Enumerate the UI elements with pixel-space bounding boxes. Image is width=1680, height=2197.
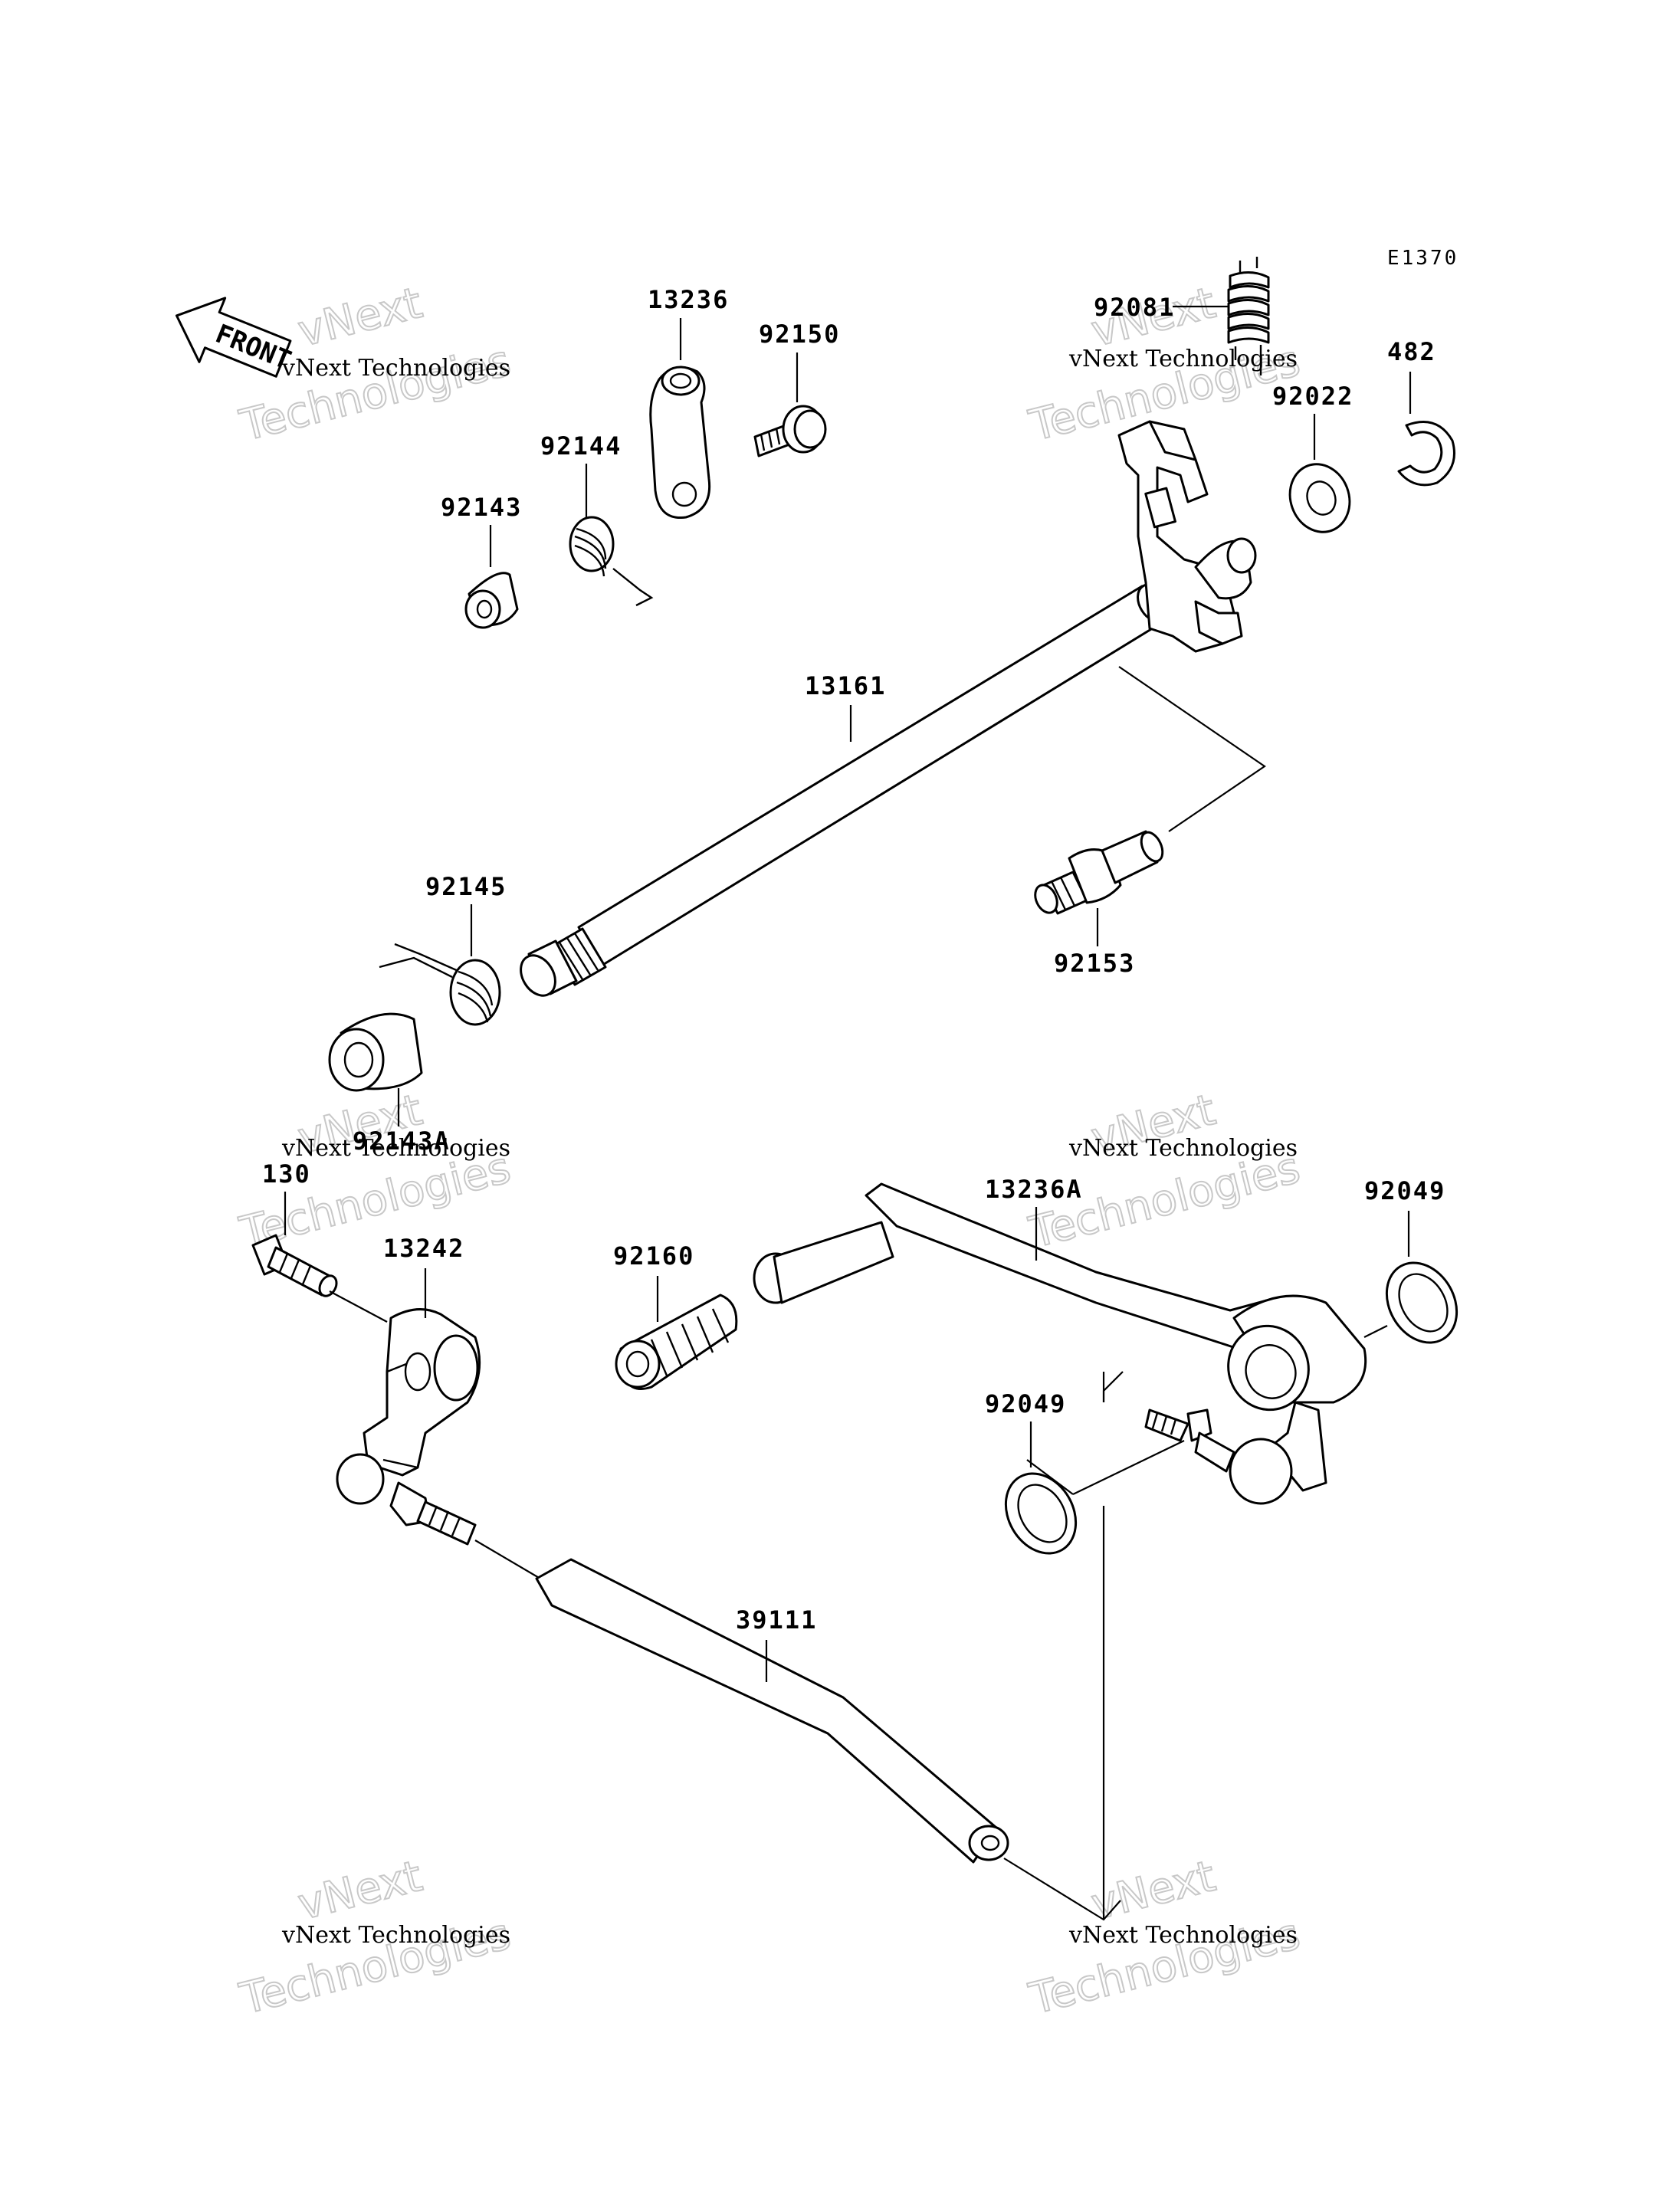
label-13242: 13242 — [383, 1234, 464, 1263]
part-92081-spring — [1227, 257, 1270, 375]
part-92145-spring — [379, 943, 501, 1026]
label-13161: 13161 — [805, 671, 886, 700]
part-92144-spring — [569, 516, 654, 607]
part-92143-collar — [464, 572, 519, 629]
part-92049-seal-lower — [1004, 1472, 1078, 1555]
svg-text:vNext Technologies: vNext Technologies — [1068, 1922, 1298, 1949]
part-92153-stud — [1034, 830, 1164, 915]
part-130-bolt — [251, 1234, 338, 1297]
label-92143A: 92143A — [353, 1126, 451, 1156]
label-482: 482 — [1387, 337, 1436, 366]
svg-text:vNext Technologies: vNext Technologies — [281, 1135, 510, 1162]
label-130: 130 — [262, 1159, 311, 1189]
label-92049-upper: 92049 — [1364, 1176, 1445, 1205]
part-13161-shift-shaft — [520, 420, 1257, 997]
watermark-mid-right: vNext Technologies vNext Technologies — [1024, 1084, 1306, 1259]
svg-text:vNext: vNext — [294, 1851, 427, 1930]
svg-text:vNext Technologies: vNext Technologies — [1068, 346, 1298, 372]
part-92022-washer — [1288, 463, 1351, 533]
part-13236A-shift-pedal — [753, 1182, 1367, 1505]
label-92144: 92144 — [540, 431, 622, 461]
svg-text:vNext: vNext — [1087, 1851, 1220, 1930]
part-13242-lever — [336, 1308, 481, 1546]
part-39111-tie-rod — [535, 1558, 1009, 1864]
diagram-code: E1370 — [1387, 247, 1459, 270]
label-39111: 39111 — [736, 1605, 817, 1635]
part-92150-bolt — [753, 405, 827, 457]
label-92022: 92022 — [1272, 382, 1354, 411]
part-92049-seal-upper — [1385, 1261, 1459, 1344]
watermark-bottom-right: vNext Technologies vNext Technologies — [1024, 1851, 1306, 2025]
watermark-bottom-left: vNext Technologies vNext Technologies — [235, 1851, 517, 2025]
label-92150: 92150 — [759, 320, 840, 349]
svg-text:vNext: vNext — [294, 278, 427, 357]
label-13236: 13236 — [648, 285, 729, 314]
label-92160: 92160 — [613, 1241, 694, 1271]
label-92143: 92143 — [441, 493, 522, 522]
label-92153: 92153 — [1054, 949, 1135, 978]
label-92049-lower: 92049 — [985, 1389, 1066, 1418]
label-13236A: 13236A — [985, 1175, 1083, 1204]
svg-text:vNext Technologies: vNext Technologies — [281, 355, 510, 382]
svg-text:vNext Technologies: vNext Technologies — [1068, 1135, 1298, 1162]
part-92143A-collar — [328, 1012, 423, 1092]
part-92160-pedal-rubber — [615, 1294, 738, 1390]
label-92145: 92145 — [425, 872, 507, 901]
label-92081: 92081 — [1094, 293, 1175, 322]
svg-text:vNext Technologies: vNext Technologies — [281, 1922, 510, 1949]
part-482-circlip — [1397, 421, 1455, 487]
part-13236-arm — [649, 366, 711, 520]
